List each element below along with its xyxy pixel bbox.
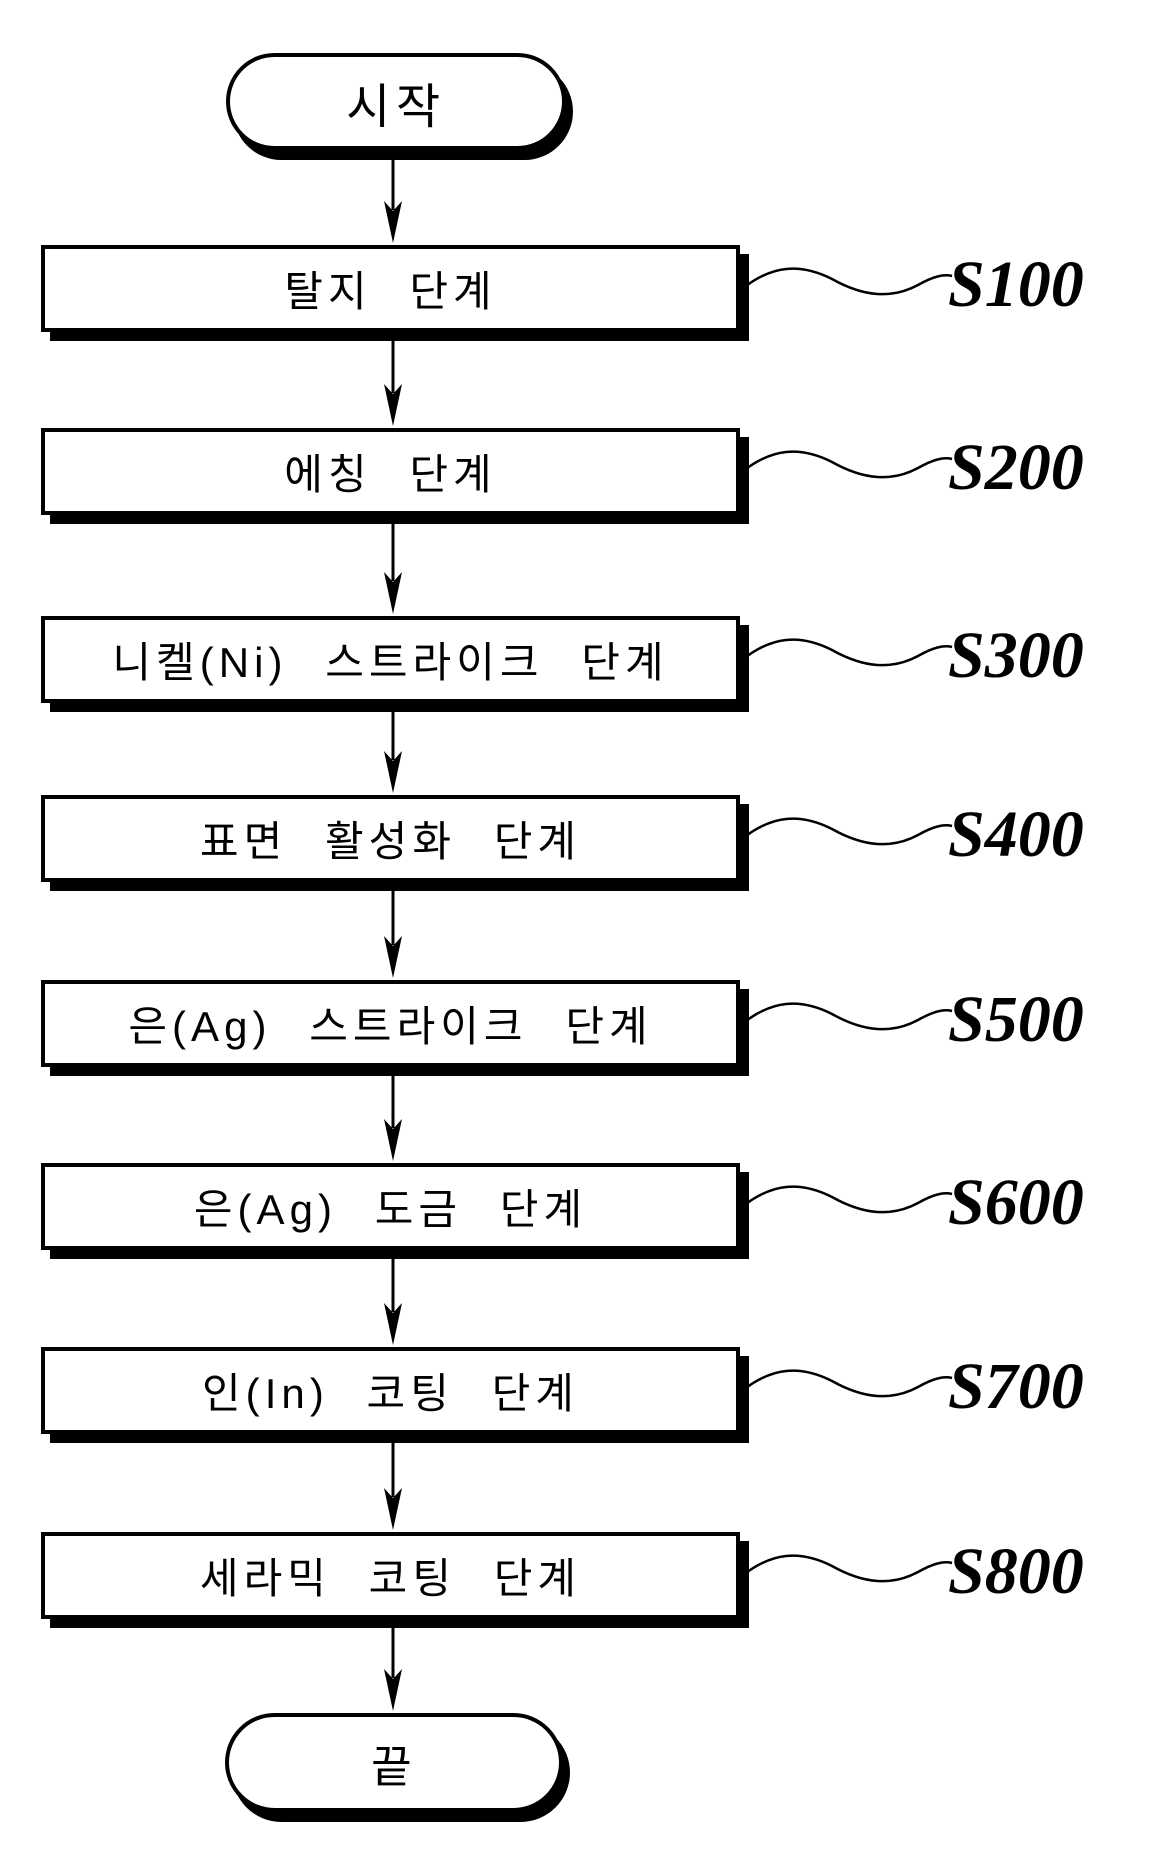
- step-callout-line: [741, 267, 953, 296]
- step-code-label: S100: [948, 248, 1084, 321]
- step-callout-line: [741, 1002, 953, 1031]
- step-callout-line: [741, 817, 953, 846]
- step-callout-line: [741, 1369, 953, 1398]
- step-code-label: S300: [948, 619, 1084, 692]
- flow-arrows: [384, 150, 402, 1711]
- flow-arrow: [384, 1620, 402, 1711]
- step-code-label: S700: [948, 1350, 1084, 1423]
- end-terminal: 끝: [225, 1713, 563, 1812]
- process-step-box: 탈지 단계: [41, 245, 740, 332]
- step-code-label: S400: [948, 798, 1084, 871]
- start-terminal: 시작: [226, 53, 566, 150]
- step-callout-line: [741, 638, 953, 667]
- process-step-box: 은(Ag) 스트라이크 단계: [41, 980, 740, 1067]
- flow-arrow: [384, 703, 402, 793]
- flow-arrow: [384, 1435, 402, 1530]
- flow-arrow: [384, 516, 402, 614]
- process-step-box: 에칭 단계: [41, 428, 740, 515]
- step-code-label: S800: [948, 1535, 1084, 1608]
- process-step-label: 에칭 단계: [284, 451, 497, 498]
- step-callout-line: [741, 450, 953, 479]
- end-terminal-label: 끝: [371, 1742, 417, 1792]
- process-step-label: 표면 활성화 단계: [199, 818, 582, 865]
- process-step-label: 은(Ag) 도금 단계: [193, 1186, 588, 1233]
- process-step-box: 인(In) 코팅 단계: [41, 1347, 740, 1434]
- process-step-label: 세라믹 코팅 단계: [199, 1555, 582, 1602]
- step-code-label: S200: [948, 431, 1084, 504]
- start-terminal-label: 시작: [346, 80, 446, 134]
- process-step-box: 은(Ag) 도금 단계: [41, 1163, 740, 1250]
- step-callout-line: [741, 1185, 953, 1214]
- process-step-label: 은(Ag) 스트라이크 단계: [128, 1003, 653, 1050]
- step-callout-lines: [741, 267, 953, 1583]
- step-callout-line: [741, 1554, 953, 1583]
- process-step-label: 인(In) 코팅 단계: [202, 1370, 579, 1417]
- flow-arrow: [384, 332, 402, 426]
- process-step-box: 표면 활성화 단계: [41, 795, 740, 882]
- process-step-label: 니켈(Ni) 스트라이크 단계: [112, 639, 669, 686]
- process-step-box: 세라믹 코팅 단계: [41, 1532, 740, 1619]
- flow-arrow: [384, 1251, 402, 1345]
- process-step-box: 니켈(Ni) 스트라이크 단계: [41, 616, 740, 703]
- flow-arrow: [384, 1068, 402, 1161]
- step-code-label: S600: [948, 1166, 1084, 1239]
- flow-arrow: [384, 150, 402, 243]
- flow-arrow: [384, 882, 402, 978]
- process-step-label: 탈지 단계: [284, 268, 497, 315]
- step-code-label: S500: [948, 983, 1084, 1056]
